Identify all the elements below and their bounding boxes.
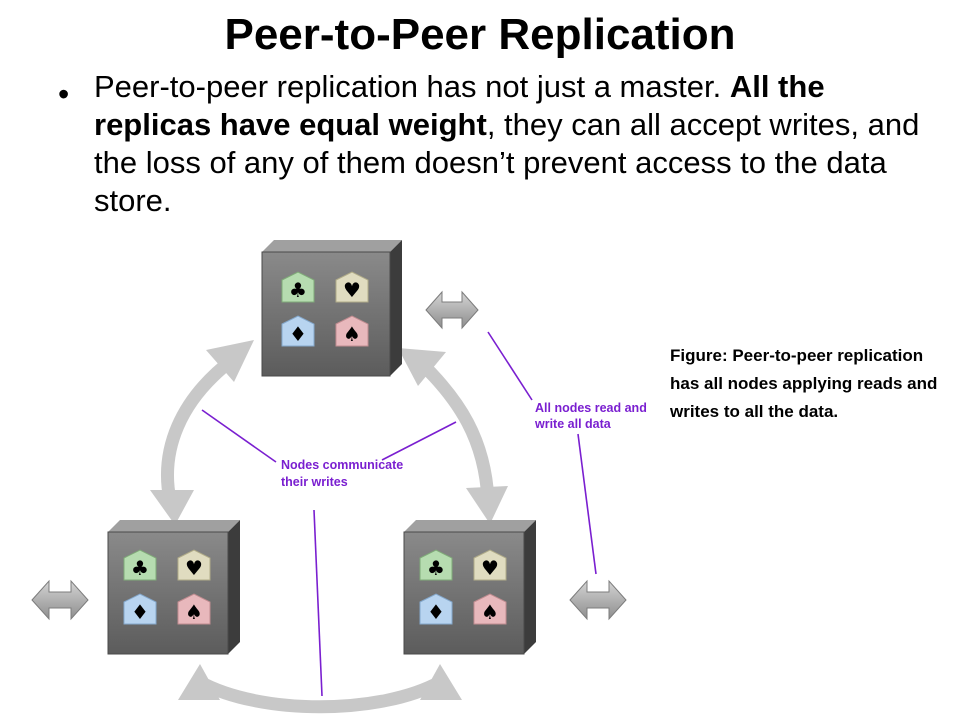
server-front-face bbox=[403, 531, 525, 655]
suit-symbol: ♣ bbox=[427, 556, 445, 580]
access-arrow-left bbox=[31, 579, 89, 621]
bullet-marker: • bbox=[58, 76, 70, 112]
sync-arrow-left bbox=[161, 353, 239, 507]
callout-readwrite-line2: write all data bbox=[534, 417, 612, 431]
callout-line-readwrite-bottom bbox=[577, 433, 597, 575]
suit-symbol: ♥ bbox=[481, 556, 499, 580]
suit-symbol: ♣ bbox=[289, 278, 307, 302]
suit-tile-club: ♣ bbox=[419, 549, 453, 581]
sync-arrow-right bbox=[411, 353, 495, 507]
suit-symbol: ♦ bbox=[427, 600, 445, 624]
suit-symbol: ♦ bbox=[131, 600, 149, 624]
suit-symbol: ♦ bbox=[289, 322, 307, 346]
bullet-text-part1: Peer-to-peer replication has not just a … bbox=[94, 69, 730, 104]
suit-symbol: ♣ bbox=[131, 556, 149, 580]
sync-arrow-bottom bbox=[193, 675, 447, 714]
suit-tile-club: ♣ bbox=[281, 271, 315, 303]
suit-tile-heart: ♥ bbox=[473, 549, 507, 581]
sync-arrows bbox=[161, 353, 495, 714]
arrowhead-right-top bbox=[398, 348, 446, 386]
bullet-text: Peer-to-peer replication has not just a … bbox=[94, 68, 924, 220]
bullet-text-part2: , they can all accept writes, and the lo… bbox=[94, 107, 920, 218]
suit-tile-spade: ♠ bbox=[335, 315, 369, 347]
figure-caption: Figure: Peer-to-peer replication has all… bbox=[670, 346, 938, 421]
callout-communicate-line2: their writes bbox=[281, 475, 348, 489]
suit-tile-diamond: ♦ bbox=[419, 593, 453, 625]
suit-symbol: ♥ bbox=[185, 556, 203, 580]
server-side-face bbox=[228, 520, 240, 654]
suit-symbol: ♠ bbox=[185, 600, 203, 624]
access-arrow-right bbox=[569, 579, 627, 621]
arrowhead-left-top bbox=[206, 340, 254, 382]
sync-arrowheads bbox=[150, 340, 508, 700]
server-front-face bbox=[261, 251, 391, 377]
arrowhead-left-bottom bbox=[150, 490, 194, 525]
server-top-face bbox=[404, 520, 536, 532]
server-top-face bbox=[262, 240, 402, 252]
callout-line-communicate-right bbox=[381, 421, 457, 461]
suit-tile-heart: ♥ bbox=[335, 271, 369, 303]
callout-readwrite-line1: All nodes read and bbox=[535, 401, 647, 415]
suit-tile-spade: ♠ bbox=[473, 593, 507, 625]
suit-tile-spade: ♠ bbox=[177, 593, 211, 625]
callout-communicate-line1: Nodes communicate bbox=[281, 458, 403, 472]
callout-line-communicate-bottom bbox=[313, 509, 323, 697]
slide-title: Peer-to-Peer Replication bbox=[224, 10, 736, 59]
bullet-text-bold: All the replicas have equal weight bbox=[94, 69, 825, 142]
suit-symbol: ♥ bbox=[343, 278, 361, 302]
server-top-face bbox=[108, 520, 240, 532]
server-side-face bbox=[390, 240, 402, 376]
access-arrow-top bbox=[425, 290, 479, 330]
arrowhead-bottom-right bbox=[420, 664, 462, 700]
suit-tile-diamond: ♦ bbox=[281, 315, 315, 347]
arrowhead-right-bottom bbox=[466, 486, 508, 524]
arrowhead-bottom-left bbox=[178, 664, 220, 700]
callout-line-readwrite-top bbox=[487, 331, 533, 401]
node-bottom-right: ♣ ♥ ♦ ♠ bbox=[403, 520, 536, 655]
suit-symbol: ♠ bbox=[343, 322, 361, 346]
suit-symbol: ♠ bbox=[481, 600, 499, 624]
suit-tile-diamond: ♦ bbox=[123, 593, 157, 625]
suit-tile-club: ♣ bbox=[123, 549, 157, 581]
suit-tile-heart: ♥ bbox=[177, 549, 211, 581]
callout-line-communicate-left bbox=[201, 409, 277, 463]
server-front-face bbox=[107, 531, 229, 655]
node-top: ♣ ♥ ♦ ♠ bbox=[261, 240, 402, 377]
server-side-face bbox=[524, 520, 536, 654]
node-bottom-left: ♣ ♥ ♦ ♠ bbox=[107, 520, 240, 655]
callout-lines bbox=[201, 331, 597, 697]
